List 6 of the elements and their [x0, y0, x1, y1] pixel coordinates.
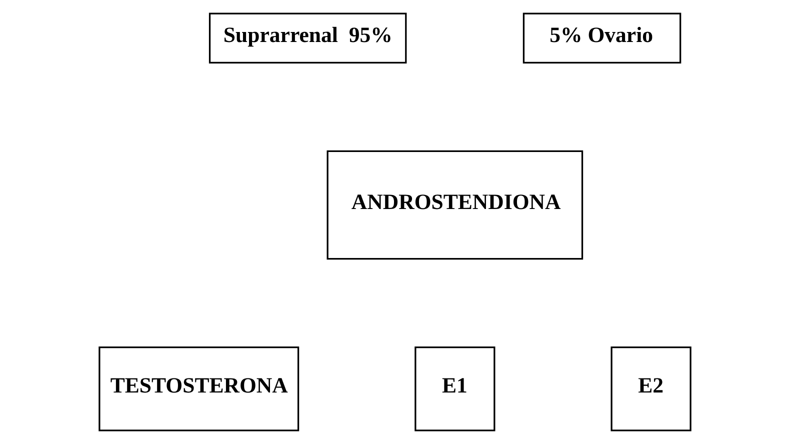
- node-box: TESTOSTERONA: [98, 346, 300, 432]
- node-box: 5% Ovario: [522, 12, 682, 64]
- node-box: E1: [414, 346, 496, 432]
- node-box: ANDROSTENDIONA: [326, 150, 584, 260]
- node-box: E2: [610, 346, 692, 432]
- node-box: Suprarrenal 95%: [208, 12, 407, 64]
